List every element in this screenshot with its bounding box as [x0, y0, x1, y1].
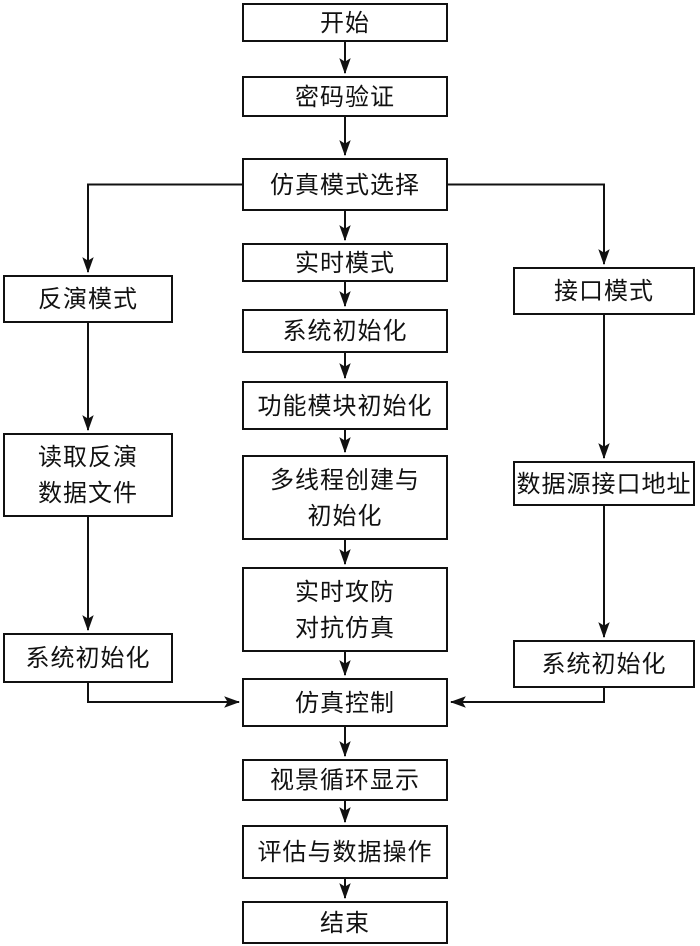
- node-inversion-mode: 反演模式: [3, 275, 173, 323]
- node-multithread-init: 多线程创建与 初始化: [242, 455, 448, 540]
- node-datasource-addr: 数据源接口地址: [513, 461, 695, 506]
- node-sim-control: 仿真控制: [242, 678, 448, 727]
- node-eval-data-ops: 评估与数据操作: [242, 825, 448, 879]
- edge-sysinitright-simctrl: [449, 688, 605, 708]
- node-combat-sim: 实时攻防 对抗仿真: [242, 567, 448, 652]
- node-func-module-init: 功能模块初始化: [242, 381, 448, 430]
- edge-modeselect-interface: [448, 183, 610, 266]
- node-realtime-mode: 实时模式: [242, 243, 448, 282]
- node-mode-select: 仿真模式选择: [242, 158, 448, 211]
- node-sys-init-left: 系统初始化: [3, 633, 173, 683]
- node-sys-init-center: 系统初始化: [242, 309, 448, 353]
- node-sys-init-right: 系统初始化: [513, 640, 695, 688]
- node-start: 开始: [242, 3, 448, 42]
- node-scene-display: 视景循环显示: [242, 759, 448, 801]
- edge-sysinitleft-simctrl: [87, 683, 241, 708]
- node-read-inversion: 读取反演 数据文件: [3, 433, 173, 517]
- node-end: 结束: [242, 901, 448, 944]
- node-interface-mode: 接口模式: [513, 267, 695, 315]
- edge-modeselect-inversion: [82, 183, 242, 274]
- node-password-verify: 密码验证: [242, 76, 448, 117]
